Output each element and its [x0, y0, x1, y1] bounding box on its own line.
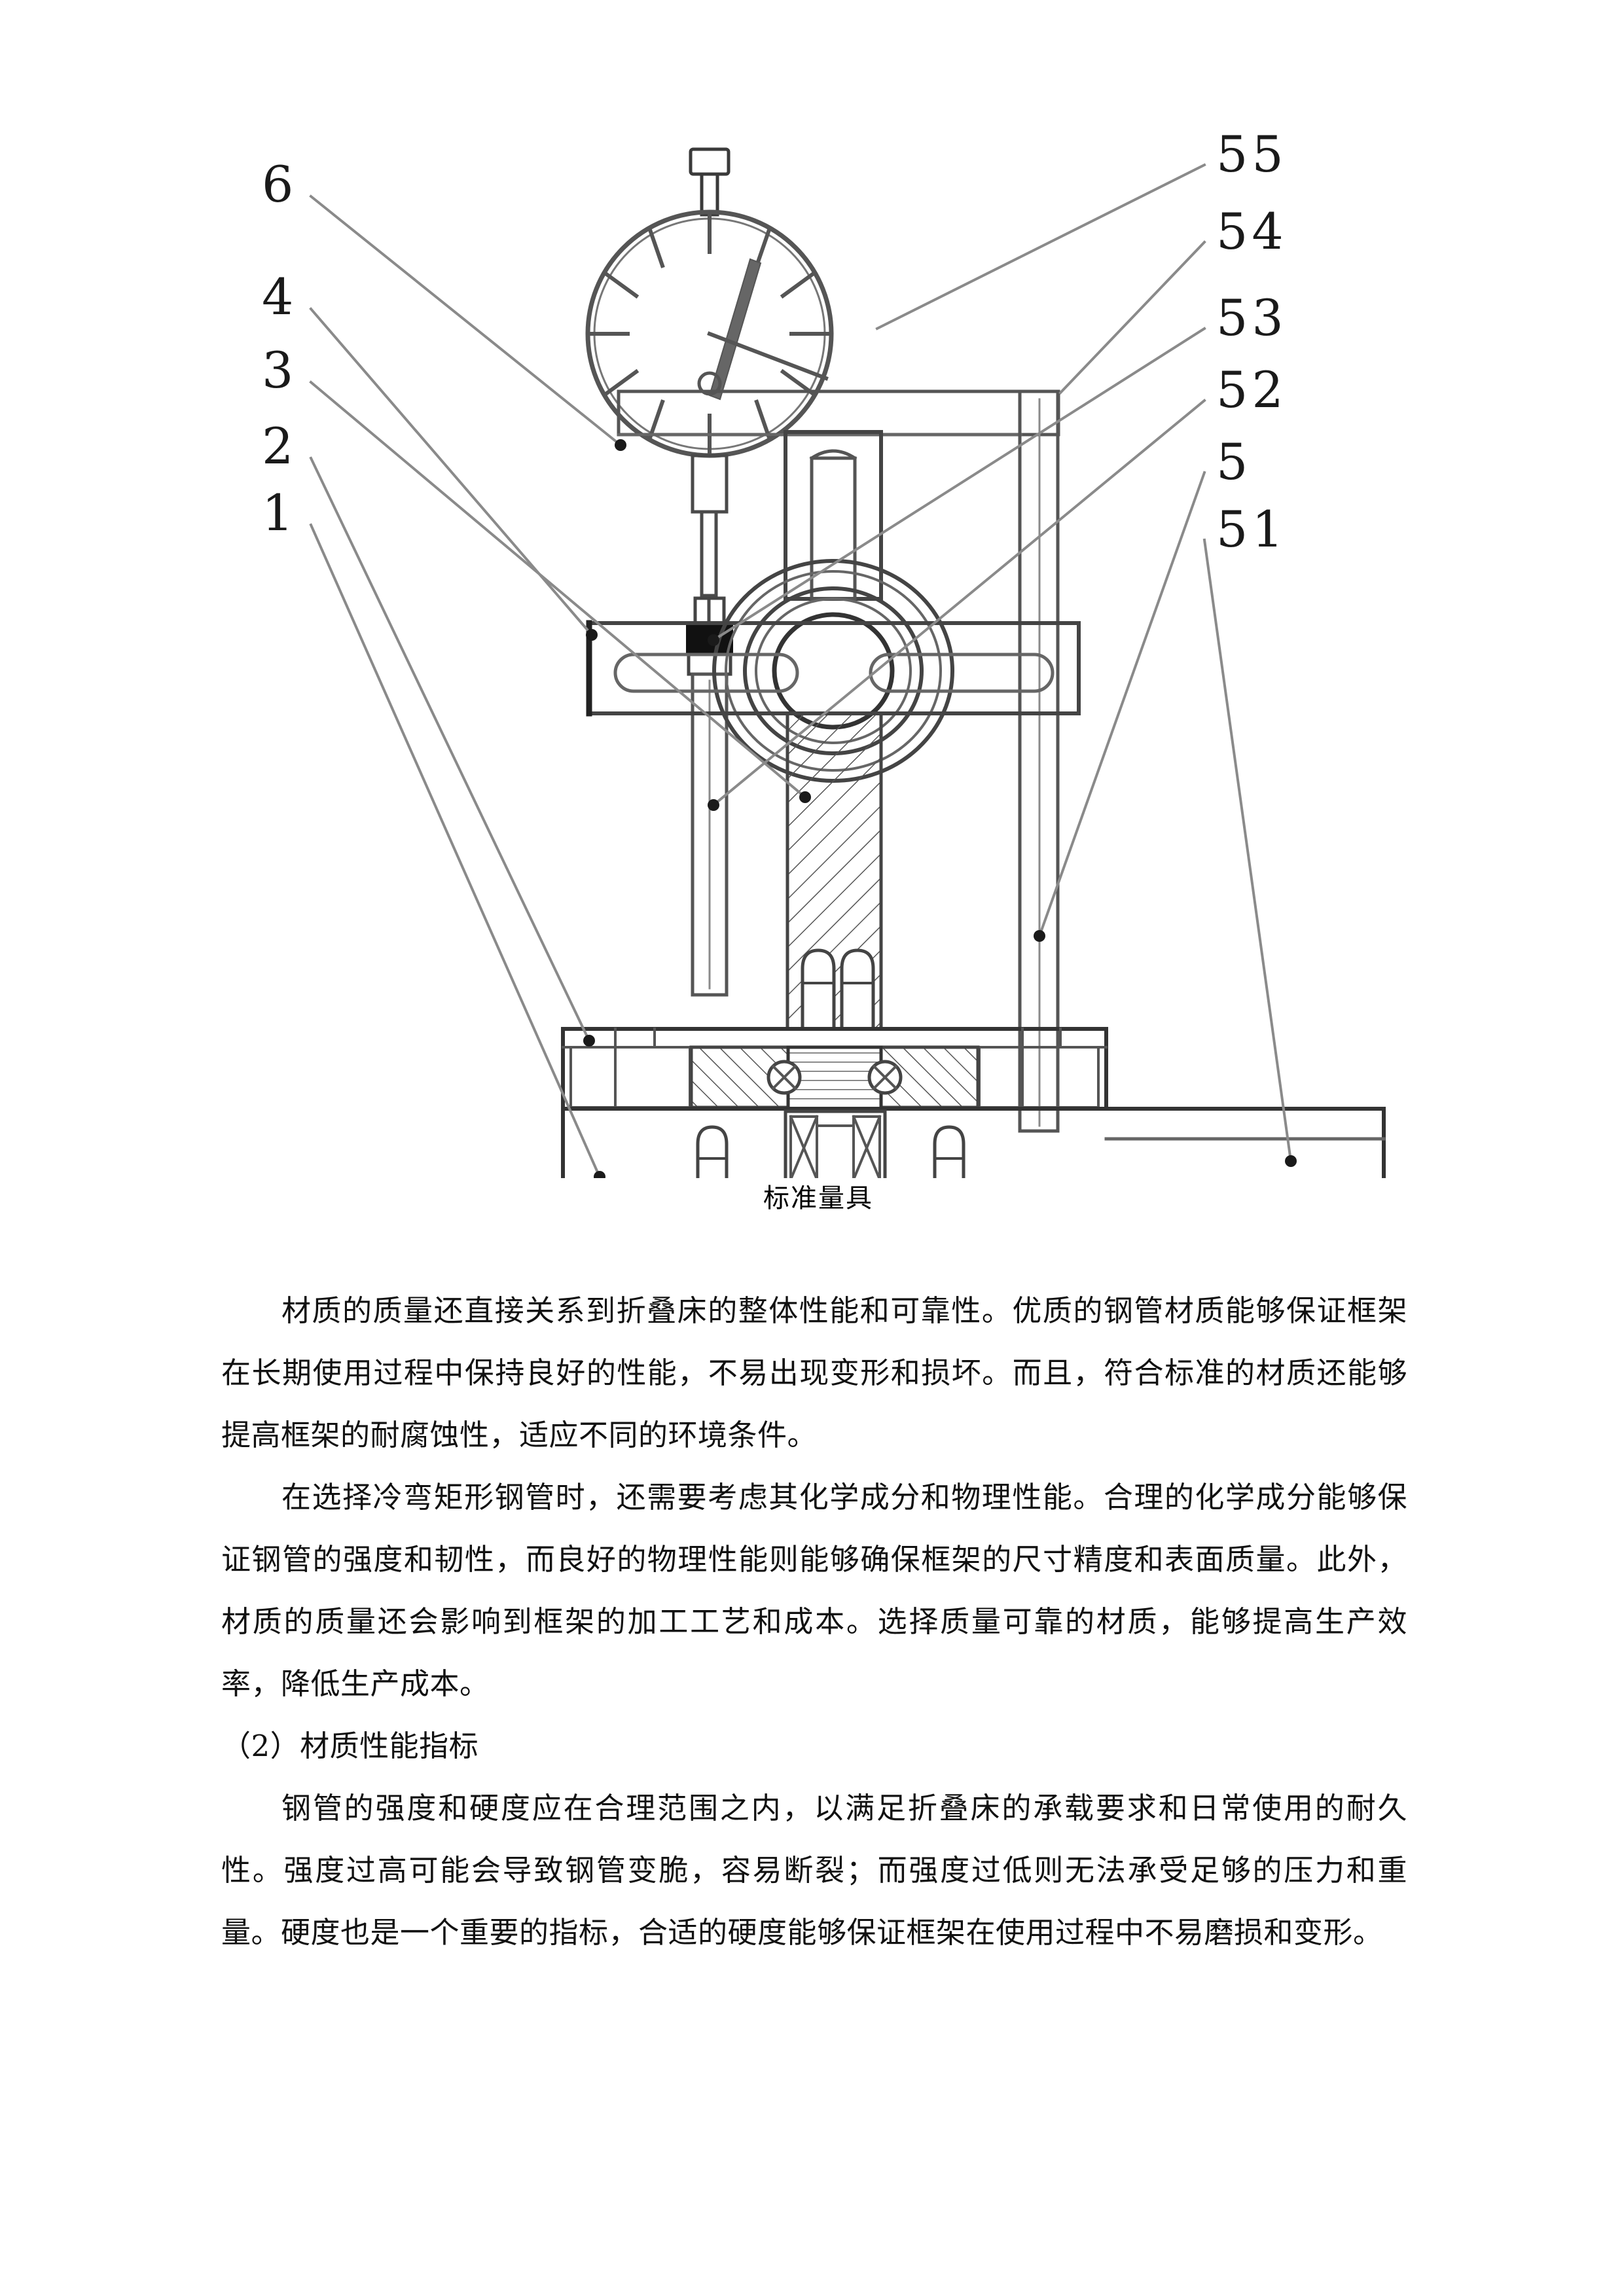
paragraph-1: 材质的质量还直接关系到折叠床的整体性能和可靠性。优质的钢管材质能够保证框架在长期…	[221, 1293, 1407, 1452]
bearing-block-section	[561, 1027, 1108, 1111]
horizontal-arm	[617, 389, 1060, 437]
figure-caption: 标准量具	[763, 1183, 873, 1213]
section-heading-2: （2）材质性能指标	[221, 1729, 479, 1763]
body-text-container: 材质的质量还直接关系到折叠床的整体性能和可靠性。优质的钢管材质能够保证框架在长期…	[221, 1280, 1407, 1964]
callout-1: 1	[262, 484, 297, 542]
technical-drawing-figure: 6 4 3 2 1 55 54 53 52 5 51 标准量具	[196, 118, 1440, 1217]
leader-dots	[583, 439, 1297, 1178]
callout-5: 5	[1216, 433, 1252, 491]
callout-2: 2	[262, 417, 297, 475]
leader-lines	[309, 163, 1293, 1178]
standard-gauge-assembly-drawing: 6 4 3 2 1 55 54 53 52 5 51	[262, 125, 1386, 1178]
plunger-and-block	[686, 596, 733, 997]
dial-indicator-gauge	[585, 147, 834, 637]
callout-3: 3	[262, 341, 297, 399]
callout-51: 51	[1216, 500, 1288, 558]
hatched-shaft	[785, 711, 883, 1031]
paragraph-4: 钢管的强度和硬度应在合理范围之内，以满足折叠床的承载要求和日常使用的耐久性。强度…	[221, 1791, 1407, 1950]
callout-53: 53	[1216, 289, 1288, 347]
vertical-column	[1018, 389, 1060, 1133]
cross-arm-bar	[586, 620, 1081, 717]
callout-54: 54	[1216, 202, 1288, 260]
lower-fixture	[696, 1109, 965, 1178]
callout-52: 52	[1216, 361, 1288, 419]
callout-55: 55	[1216, 125, 1288, 183]
callout-4: 4	[262, 268, 297, 326]
base-plate	[561, 1107, 1386, 1178]
callout-6: 6	[262, 155, 297, 213]
paragraph-2: 在选择冷弯矩形钢管时，还需要考虑其化学成分和物理性能。合理的化学成分能够保证钢管…	[221, 1480, 1407, 1701]
